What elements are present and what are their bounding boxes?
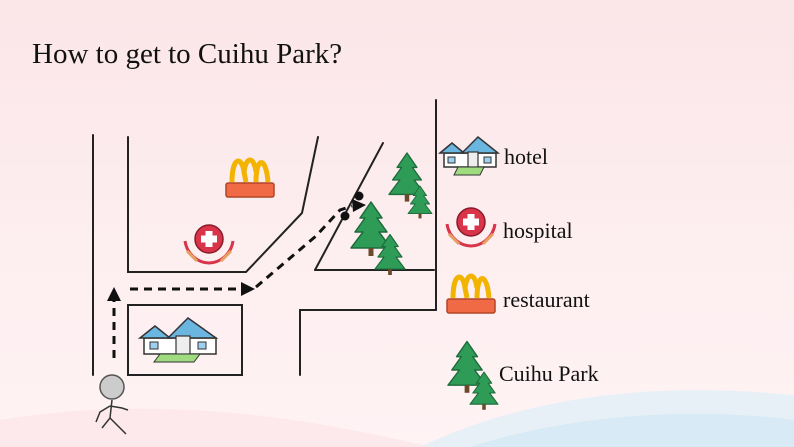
legend-label-park: Cuihu Park	[499, 361, 599, 386]
legend-restaurant-icon	[446, 273, 496, 314]
road-hotel-block	[127, 304, 243, 376]
page-title: How to get to Cuihu Park?	[32, 38, 343, 70]
road-upper-block	[127, 136, 319, 273]
legend-label-restaurant: restaurant	[503, 287, 590, 312]
restaurant-icon	[225, 157, 275, 198]
hospital-icon	[183, 224, 235, 265]
legend-label-hospital: hospital	[503, 218, 573, 243]
route-arrow	[107, 191, 366, 358]
legend-label-hotel: hotel	[504, 144, 548, 169]
road-lower-block	[299, 309, 437, 376]
person-icon	[95, 374, 129, 435]
roads	[92, 99, 437, 376]
legend-hospital-icon	[445, 207, 497, 248]
legend-hotel-icon	[437, 135, 501, 176]
legend-tree-icon	[447, 340, 499, 411]
hotel-icon	[137, 317, 219, 363]
road-diagonal	[314, 142, 384, 271]
park-trees	[350, 152, 433, 276]
